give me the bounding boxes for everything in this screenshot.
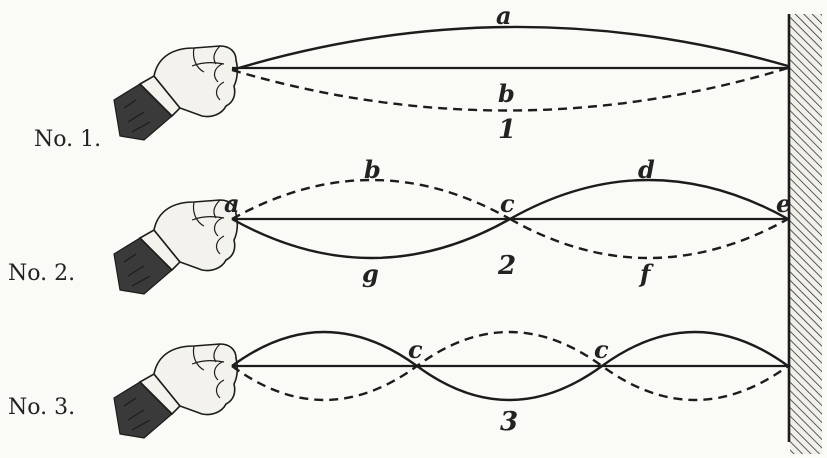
- label-f: f: [638, 259, 654, 288]
- label-b: b: [364, 155, 381, 184]
- figure-number: 3: [500, 407, 518, 437]
- figure-number: 1: [498, 115, 516, 145]
- wave-solid-right: [510, 180, 788, 219]
- row-2-label: No. 2.: [8, 261, 75, 286]
- row-1: No. 1. a b 1: [34, 1, 788, 152]
- row-2: No. 2. a b c d e f g 2: [8, 155, 791, 294]
- wave-dashed-right: [510, 219, 788, 258]
- label-c-second: c: [594, 335, 609, 364]
- wave-solid-left: [232, 219, 510, 258]
- figure-number: 2: [497, 251, 516, 281]
- label-b: b: [498, 79, 515, 108]
- label-d: d: [638, 155, 655, 184]
- hand-icon: [114, 344, 237, 438]
- label-c-first: c: [408, 335, 423, 364]
- hand-icon: [114, 200, 237, 294]
- wall: [789, 14, 822, 454]
- hand-icon: [114, 46, 237, 140]
- row-3: No. 3. c c 3: [8, 332, 788, 438]
- wave-solid: [232, 27, 788, 70]
- label-a: a: [496, 1, 512, 30]
- label-a: a: [224, 189, 240, 218]
- label-e: e: [776, 189, 791, 218]
- label-c: c: [500, 189, 515, 218]
- row-1-label: No. 1.: [34, 127, 101, 152]
- label-g: g: [362, 259, 379, 288]
- row-3-label: No. 3.: [8, 395, 75, 420]
- wave-dashed-left: [232, 180, 510, 219]
